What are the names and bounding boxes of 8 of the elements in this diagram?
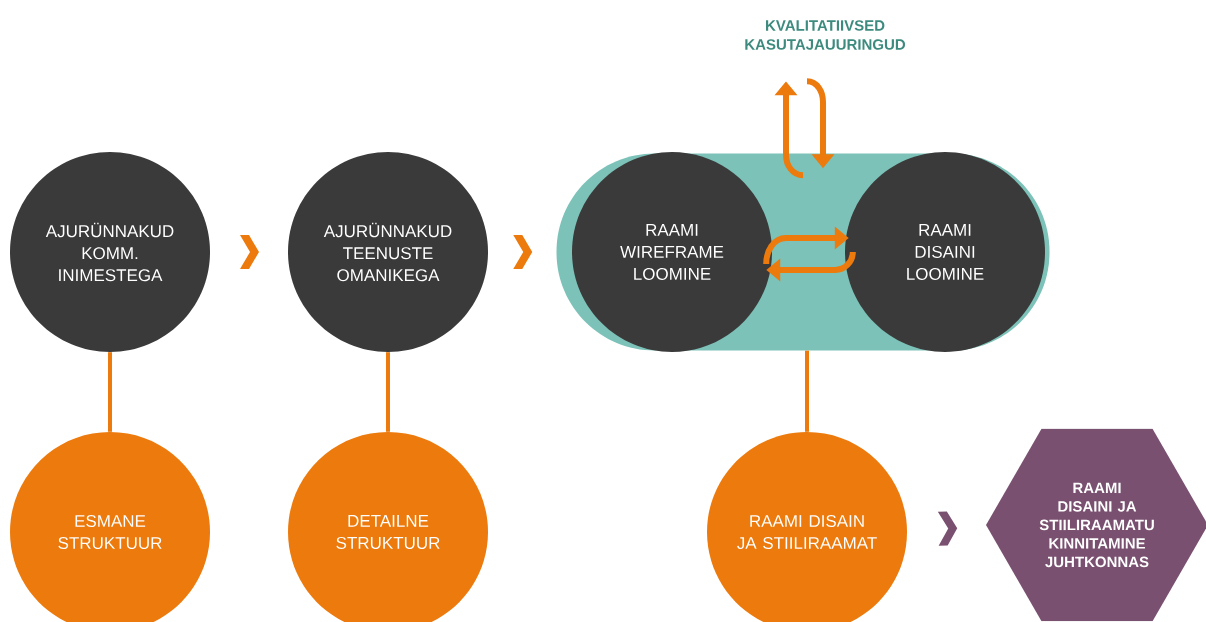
chevron-arrow (937, 511, 958, 546)
approval-hexagon: RAAMI DISAINI JA STIILIRAAMATU KINNITAMINE JUHTKONNAS (986, 428, 1206, 622)
chevron-arrow (240, 235, 259, 269)
research-label: KVALITATIIVSED KASUTAJAUURINGUD (745, 20, 906, 50)
connector-line (386, 352, 390, 432)
connector-line (108, 352, 112, 432)
connector-line (805, 350, 809, 432)
chevron-arrow (513, 235, 533, 269)
